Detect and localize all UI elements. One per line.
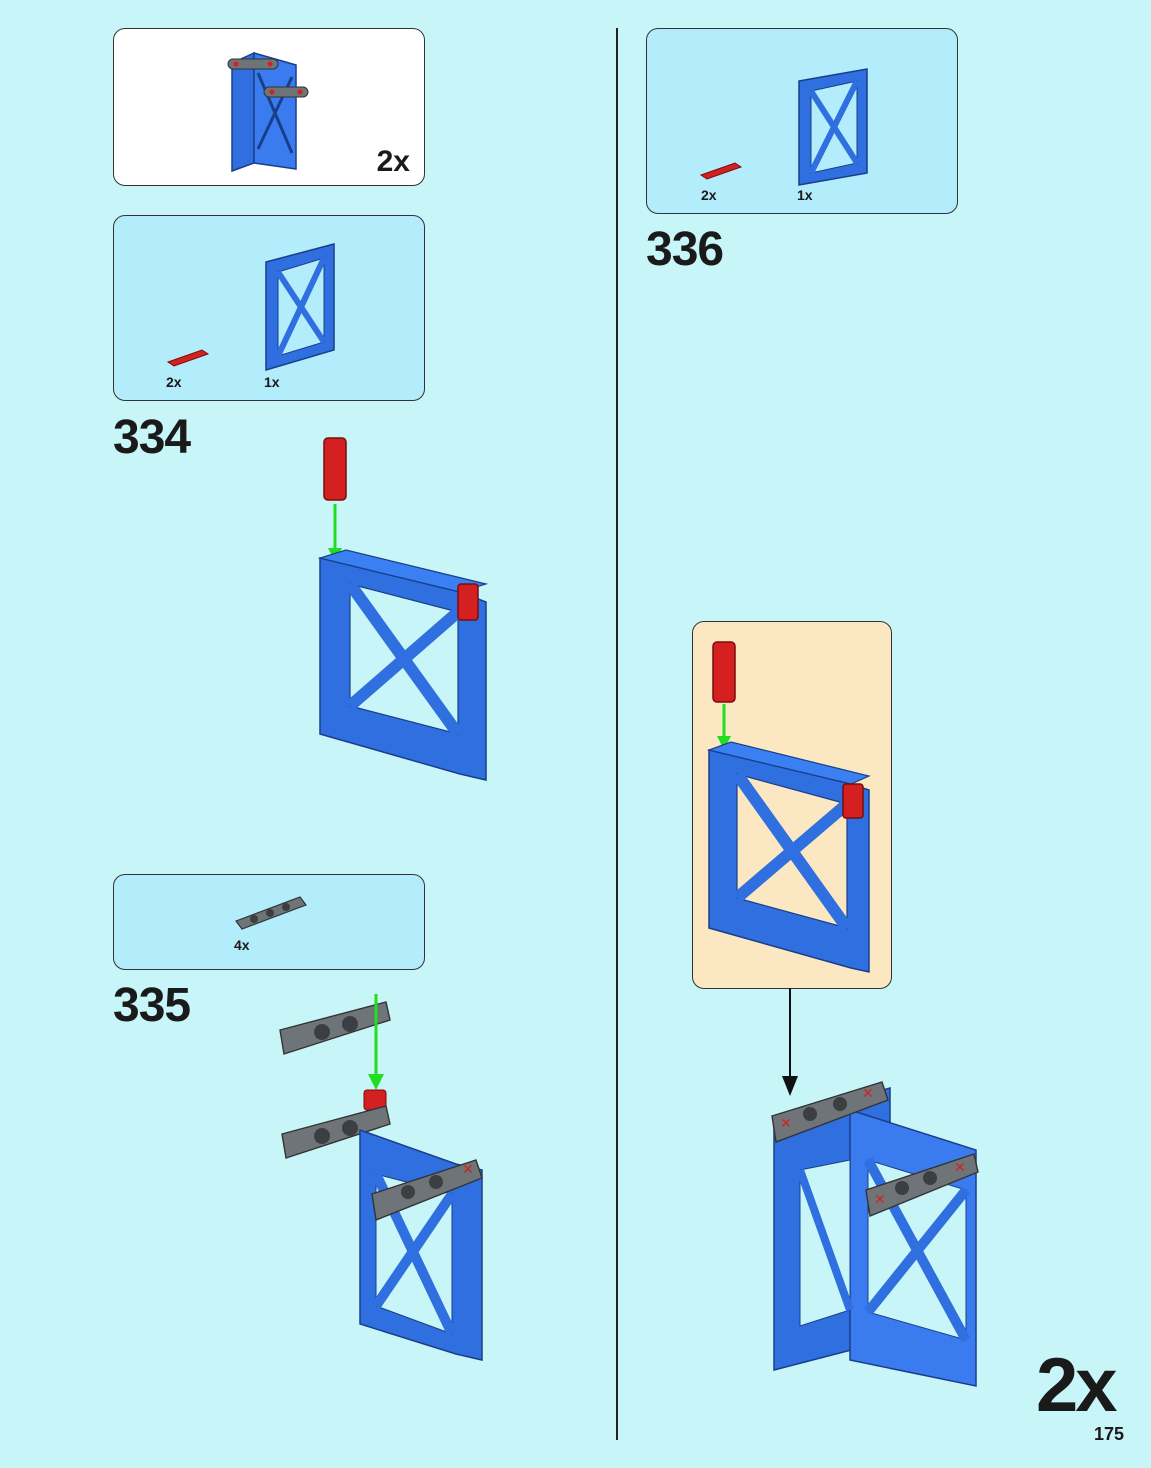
page-number: 175 [1094, 1424, 1125, 1444]
step-number-334: 334 [113, 411, 191, 464]
pin-quantity: 2x [701, 187, 717, 203]
step-336-illustration: ✕ ✕ ✕ ✕ [771, 1081, 979, 1387]
subassembly-illustration [706, 641, 871, 973]
subassembly-box [692, 621, 892, 989]
callout-box: 2x [113, 28, 425, 186]
svg-text:✕: ✕ [954, 1160, 966, 1176]
parts-list-334: 2x 1x [113, 215, 425, 401]
step-335-illustration: ✕ [279, 994, 483, 1361]
frame-quantity: 1x [264, 374, 280, 390]
pin-quantity: 2x [166, 374, 182, 390]
svg-text:✕: ✕ [874, 1192, 886, 1208]
blue-frame-icon [265, 243, 335, 372]
gray-beam-icon [235, 896, 307, 930]
red-pin-icon [699, 162, 743, 180]
red-pin-icon [166, 349, 210, 367]
blue-frame-icon [798, 68, 868, 186]
beam-quantity: 4x [234, 937, 250, 953]
svg-text:✕: ✕ [780, 1116, 792, 1132]
parts-list-336: 2x 1x [646, 28, 958, 214]
svg-text:✕: ✕ [862, 1086, 874, 1102]
step-number-335: 335 [113, 979, 191, 1032]
step-number-336: 336 [646, 223, 724, 276]
column-divider [616, 28, 618, 1440]
frame-pair-assembly-icon [227, 51, 309, 173]
step-334-illustration [317, 437, 489, 781]
attach-arrow [782, 988, 798, 1096]
frame-quantity: 1x [797, 187, 813, 203]
step-multiplier: 2x [1036, 1343, 1118, 1428]
parts-list-335: 4x [113, 874, 425, 970]
callout-quantity: 2x [376, 145, 410, 178]
svg-text:✕: ✕ [462, 1162, 474, 1178]
